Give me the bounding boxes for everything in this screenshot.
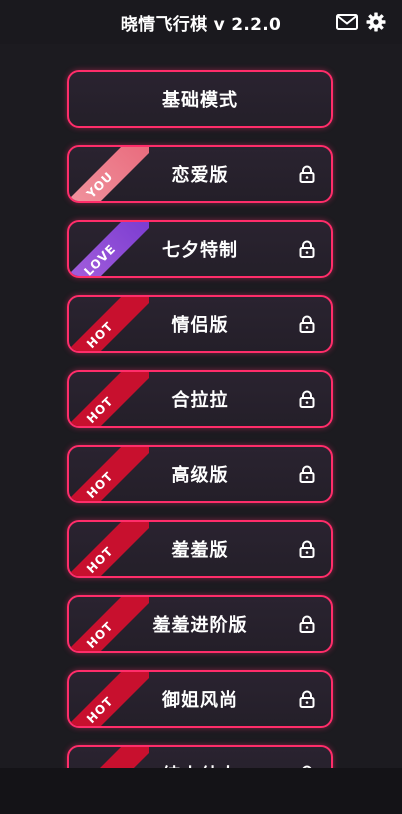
mail-icon[interactable] [336, 12, 358, 32]
ribbon-badge: HOT [69, 747, 149, 768]
mode-card[interactable]: HOT 御姐风尚 [67, 670, 333, 728]
lock-icon [299, 315, 315, 333]
mode-label: 纯小仗大 [162, 761, 238, 768]
mode-label: 恋爱版 [171, 165, 229, 186]
mode-card[interactable]: HOT 情侣版 [67, 295, 333, 353]
ribbon-badge: HOT [69, 522, 149, 576]
ribbon-badge: LOVE [69, 222, 149, 276]
lock-icon [299, 240, 315, 258]
lock-icon [299, 465, 315, 483]
mode-label: 羞羞版 [171, 540, 229, 561]
ribbon-label: HOT [69, 597, 149, 651]
mode-card[interactable]: LOVE 七夕特制 [67, 220, 333, 278]
ribbon-label: HOT [69, 522, 149, 576]
ribbon-label: HOT [69, 672, 149, 726]
ribbon-label: LOVE [69, 222, 149, 276]
gear-icon[interactable] [365, 12, 387, 32]
mode-card[interactable]: YOU 恋爱版 [67, 145, 333, 203]
lock-icon [299, 690, 315, 708]
mode-card[interactable]: HOT 羞羞版 [67, 520, 333, 578]
mode-label: 合拉拉 [171, 390, 229, 411]
bottom-bar [0, 768, 402, 814]
ribbon-badge: HOT [69, 372, 149, 426]
app-header: 晓情飞行棋 v 2.2.0 [0, 0, 402, 44]
lock-icon [299, 765, 315, 768]
lock-icon [299, 390, 315, 408]
lock-icon [299, 615, 315, 633]
mode-card[interactable]: HOT 高级版 [67, 445, 333, 503]
mode-label: 羞羞进阶版 [152, 615, 248, 636]
mode-label: 御姐风尚 [162, 690, 238, 711]
ribbon-badge: HOT [69, 672, 149, 726]
ribbon-label: HOT [69, 747, 149, 768]
ribbon-label: YOU [69, 147, 149, 201]
mode-card[interactable]: HOT 纯小仗大 [67, 745, 333, 768]
ribbon-label: HOT [69, 447, 149, 501]
ribbon-badge: HOT [69, 597, 149, 651]
mode-label: 基础模式 [162, 90, 238, 111]
page-title: 晓情飞行棋 v 2.2.0 [120, 14, 282, 35]
ribbon-badge: YOU [69, 147, 149, 201]
ribbon-label: HOT [69, 297, 149, 351]
mode-card[interactable]: HOT 合拉拉 [67, 370, 333, 428]
mode-card[interactable]: 基础模式 [67, 70, 333, 128]
ribbon-badge: HOT [69, 297, 149, 351]
ribbon-label: HOT [69, 372, 149, 426]
mode-label: 高级版 [171, 465, 229, 486]
lock-icon [299, 165, 315, 183]
lock-icon [299, 540, 315, 558]
ribbon-badge: HOT [69, 447, 149, 501]
mode-label: 情侣版 [171, 315, 229, 336]
mode-label: 七夕特制 [162, 240, 238, 261]
